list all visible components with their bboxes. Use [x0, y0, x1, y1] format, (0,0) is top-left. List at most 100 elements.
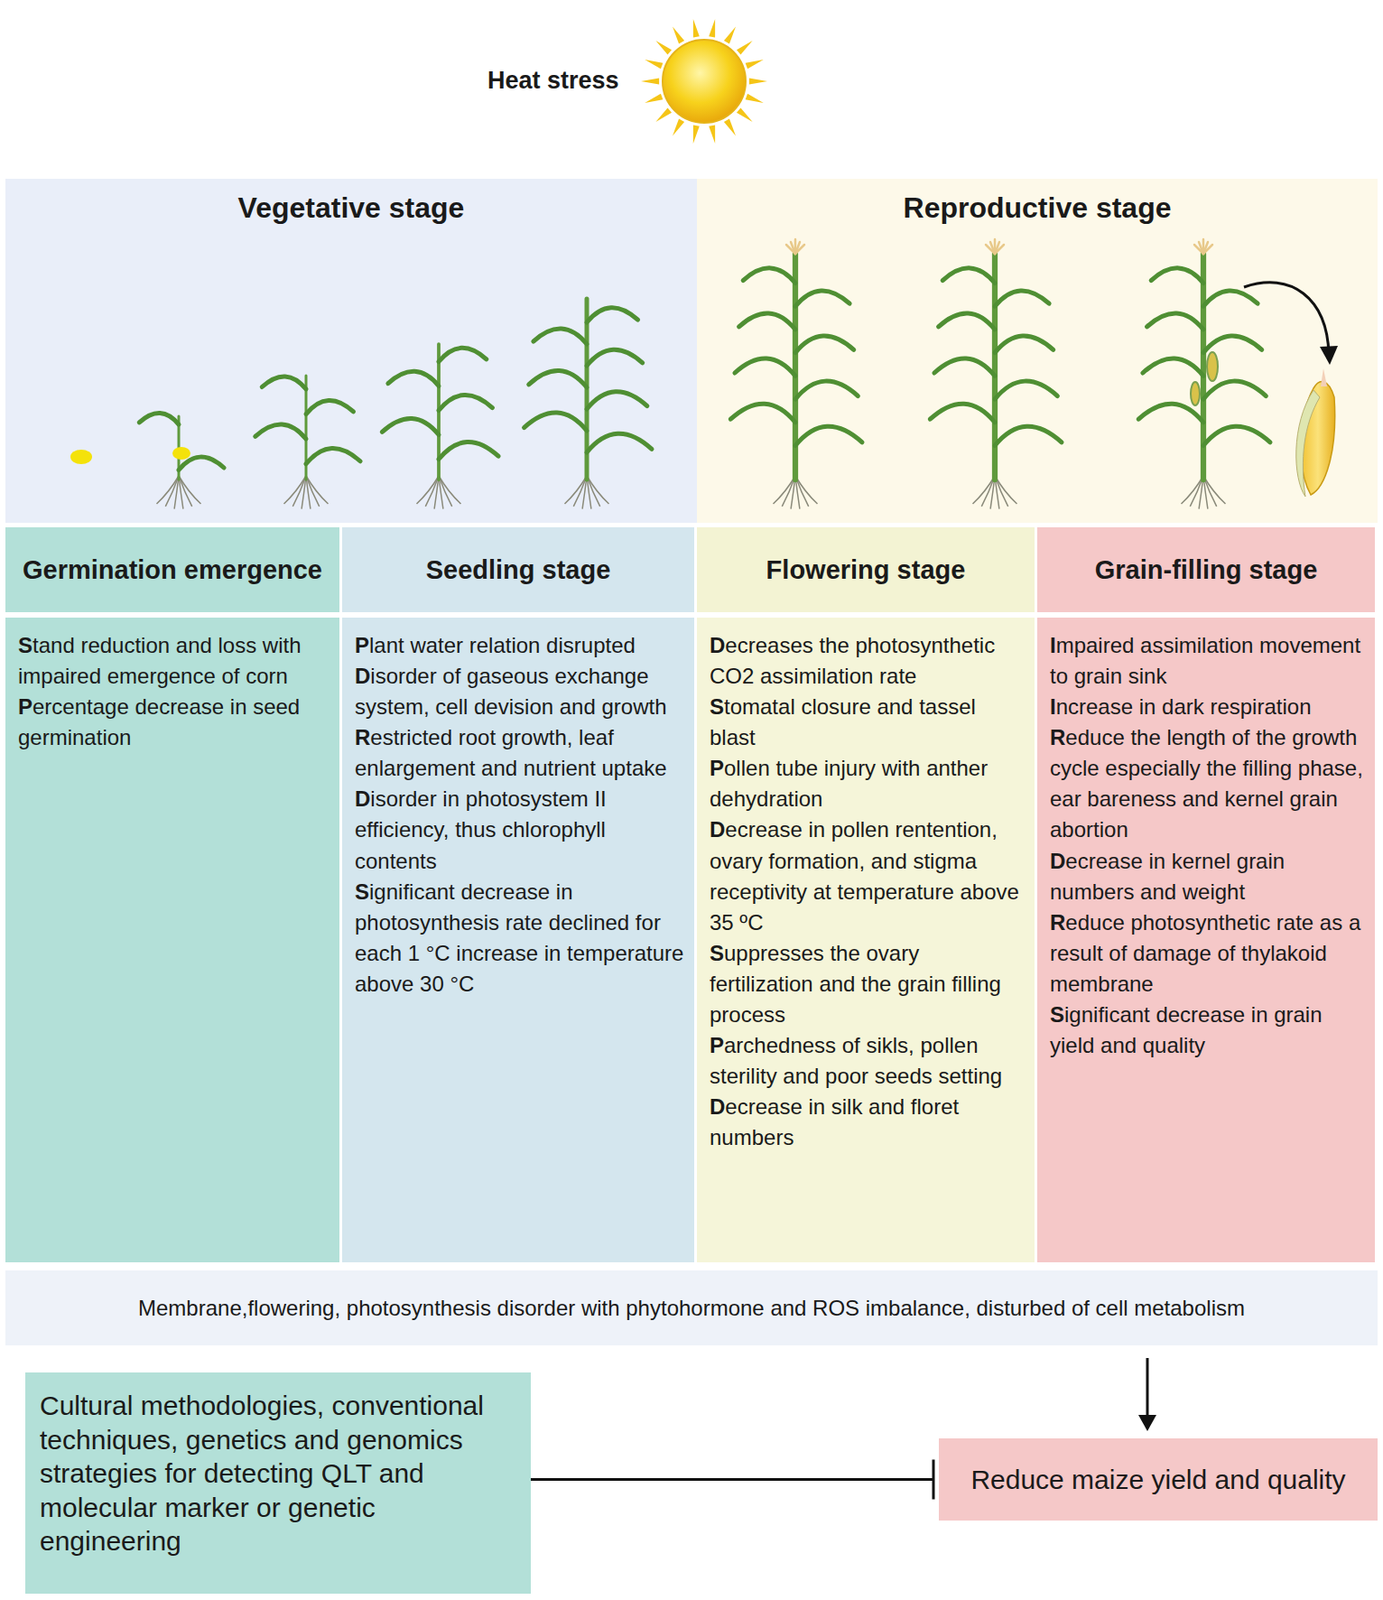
- effect-item: Stand reduction and loss with impaired e…: [18, 630, 331, 692]
- leaf: [795, 380, 858, 400]
- leaf: [1142, 358, 1204, 376]
- maize-plant: [381, 343, 499, 510]
- sun-ray: [736, 40, 753, 56]
- sun-ray: [745, 59, 764, 69]
- effect-item: Decreases the photosynthetic CO2 assimil…: [709, 630, 1026, 692]
- root: [438, 475, 462, 504]
- effects-box: Plant water relation disruptedDisorder o…: [342, 617, 695, 1263]
- root: [178, 475, 202, 504]
- stage-label: Vegetative stage: [5, 178, 697, 225]
- effect-item: Decrease in silk and floret numbers: [709, 1091, 1026, 1153]
- box-text: Membrane,flowering, photosynthesis disor…: [130, 1295, 1253, 1321]
- tassel: [1203, 244, 1213, 254]
- leaf: [739, 313, 796, 330]
- connector: [530, 1459, 934, 1500]
- leaf: [438, 347, 487, 362]
- stage-header: Germination emergence: [5, 527, 340, 613]
- connector-line: [530, 1477, 934, 1481]
- leaf: [586, 349, 643, 366]
- ear: [1190, 381, 1200, 406]
- box-text: Reduce maize yield and quality: [970, 1464, 1346, 1495]
- sun-ray: [723, 26, 736, 44]
- leaf: [381, 417, 439, 435]
- effect-item: Reduce photosynthetic rate as a result o…: [1049, 907, 1366, 1000]
- stage-label: Germination emergence: [15, 553, 330, 586]
- root: [174, 475, 179, 510]
- sun: [662, 39, 746, 123]
- effect-item: Parchedness of sikls, pollen sterility a…: [709, 1030, 1026, 1092]
- effect-item: Increase in dark respiration: [1049, 691, 1366, 723]
- seed: [70, 449, 93, 465]
- leaf: [261, 376, 307, 390]
- leaf: [586, 433, 652, 453]
- leaf: [1203, 335, 1263, 353]
- leaf: [586, 391, 648, 409]
- effects-box: Decreases the photosynthetic CO2 assimil…: [696, 617, 1035, 1263]
- leaf: [1203, 426, 1271, 446]
- leaf: [306, 447, 361, 464]
- ear: [1206, 352, 1218, 381]
- effect-item: Decrease in kernel grain numbers and wei…: [1049, 845, 1366, 908]
- sun-ray: [672, 26, 685, 44]
- leaf: [734, 358, 796, 376]
- sun-ray: [640, 78, 660, 85]
- sun-ray: [693, 125, 700, 144]
- leaf: [388, 371, 439, 386]
- vegetative-panel: [5, 178, 697, 523]
- diagram-title: Heat stress: [487, 66, 620, 95]
- effect-item: Significant decrease in photosynthesis r…: [354, 876, 686, 1000]
- leaf: [529, 370, 587, 388]
- leaf: [438, 394, 492, 410]
- tassel: [795, 244, 805, 254]
- connector-line: [1146, 1357, 1150, 1419]
- leaf: [994, 290, 1049, 307]
- arrowhead: [1138, 1414, 1157, 1431]
- leaf: [730, 403, 796, 423]
- box-text: Cultural methodologies, conventional tec…: [39, 1388, 517, 1559]
- maize-plant: [730, 239, 863, 510]
- reproductive-panel: [696, 178, 1378, 523]
- leaf: [994, 426, 1062, 446]
- leaf: [438, 441, 499, 459]
- stage-label: Flowering stage: [759, 553, 974, 586]
- connector: [1138, 1357, 1157, 1431]
- effect-item: Restricted root growth, leaf enlargement…: [354, 722, 686, 784]
- sun-rays: [640, 18, 768, 144]
- leaf: [533, 328, 587, 344]
- detached-ear: [1296, 368, 1336, 497]
- sun-ray: [708, 18, 715, 38]
- leaf: [742, 268, 796, 284]
- effect-item: Plant water relation disrupted: [354, 630, 686, 661]
- leaf: [1203, 290, 1258, 307]
- sun-ray: [736, 107, 753, 122]
- effect-item: Impaired assimilation movement to grain …: [1049, 630, 1366, 692]
- leaf: [934, 358, 995, 376]
- summary-band: Membrane,flowering, photosynthesis disor…: [5, 1270, 1378, 1346]
- leaf: [795, 426, 863, 446]
- root: [994, 475, 1018, 504]
- stage-label: Grain-filling stage: [1087, 553, 1326, 586]
- leaf: [524, 412, 587, 431]
- leaf: [255, 424, 307, 439]
- leaf: [1138, 403, 1204, 423]
- effect-item: Reduce the length of the growth cycle es…: [1049, 722, 1366, 845]
- leaf: [306, 399, 354, 414]
- sun-ray: [672, 118, 685, 136]
- effect-item: Percentage decrease in seed germination: [18, 691, 331, 753]
- stage-band: Vegetative stage: [5, 178, 697, 523]
- effect-item: Decrease in pollen rentention, ovary for…: [709, 814, 1026, 938]
- stage-header: Grain-filling stage: [1037, 527, 1375, 613]
- effect-item: Pollen tube injury with anther dehydrati…: [709, 752, 1026, 815]
- root: [301, 475, 307, 510]
- root: [1203, 475, 1226, 504]
- root: [586, 475, 610, 504]
- strategy-box: Cultural methodologies, conventional tec…: [25, 1372, 531, 1594]
- leaf: [994, 335, 1054, 353]
- leaf: [1147, 313, 1204, 330]
- maize-plant: [255, 375, 361, 510]
- inhibition-bar: [932, 1459, 936, 1500]
- sun-ray: [655, 107, 672, 122]
- leaf: [795, 290, 850, 307]
- leaf: [929, 403, 995, 423]
